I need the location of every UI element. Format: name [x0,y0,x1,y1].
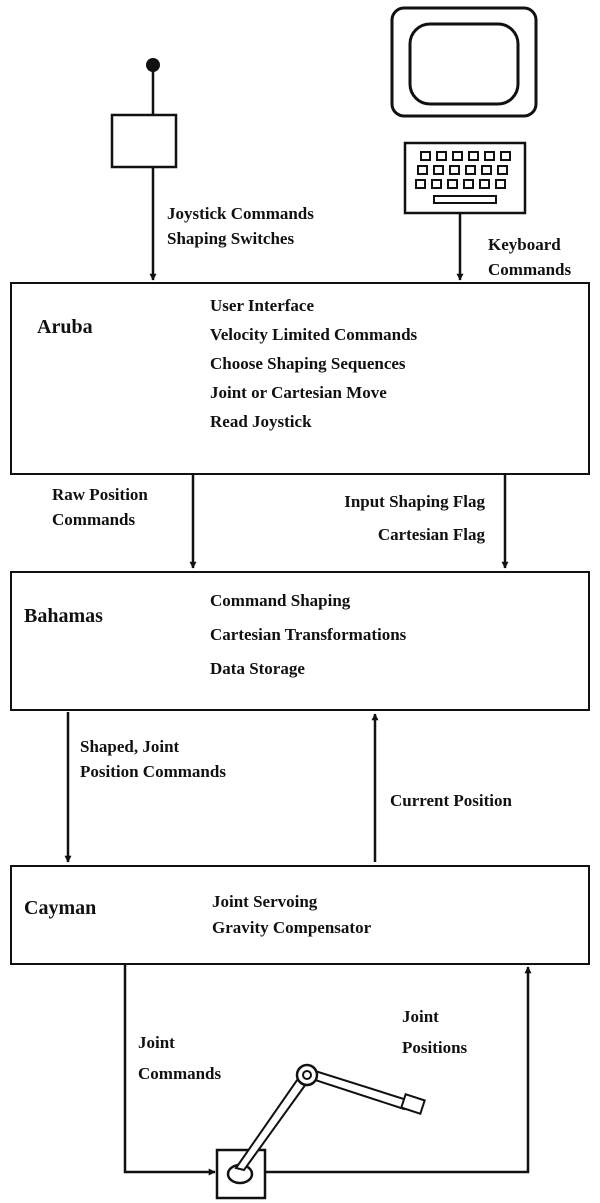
aruba-title: Aruba [37,316,93,338]
raw-position-commands-label: Raw Position Commands [52,485,148,529]
joystick-icon [110,58,178,169]
aruba-item: Choose Shaping Sequences [210,354,406,373]
joint-positions-label: Joint Positions [402,1007,468,1057]
keyboard-commands-label: Keyboard Commands [488,235,572,279]
aruba-item: Joint or Cartesian Move [210,383,387,402]
robot-arm-icon [215,1063,426,1200]
monitor-icon [390,6,538,118]
joint-positions-arrow [266,966,532,1174]
cayman-item: Gravity Compensator [212,918,372,937]
joint-commands-arrow [123,965,216,1176]
bahamas-item: Cartesian Transformations [210,625,407,644]
flags-label: Input Shaping Flag Cartesian Flag [344,492,485,544]
bahamas-item: Command Shaping [210,591,351,610]
aruba-item: Velocity Limited Commands [210,325,418,344]
shaped-joint-position-commands-label: Shaped, Joint Position Commands [80,737,226,781]
joystick-commands-label: Joystick Commands Shaping Switches [167,204,314,248]
aruba-item: Read Joystick [210,412,312,431]
keyboard-icon [403,141,527,215]
bahamas-item: Data Storage [210,659,305,678]
joint-commands-label: Joint Commands [138,1033,222,1083]
cayman-title: Cayman [24,897,97,919]
bahamas-functions: Command Shaping Cartesian Transformation… [210,584,406,686]
aruba-item: User Interface [210,296,315,315]
cayman-item: Joint Servoing [212,892,318,911]
cayman-box: Cayman Joint Servoing Gravity Compensato… [10,865,590,965]
bahamas-box: Bahamas Command Shaping Cartesian Transf… [10,571,590,711]
aruba-box: Aruba User Interface Velocity Limited Co… [10,282,590,475]
cayman-functions: Joint Servoing Gravity Compensator [212,889,371,941]
bahamas-title: Bahamas [24,605,103,627]
aruba-functions: User Interface Velocity Limited Commands… [210,291,417,436]
current-position-label: Current Position [390,791,512,810]
